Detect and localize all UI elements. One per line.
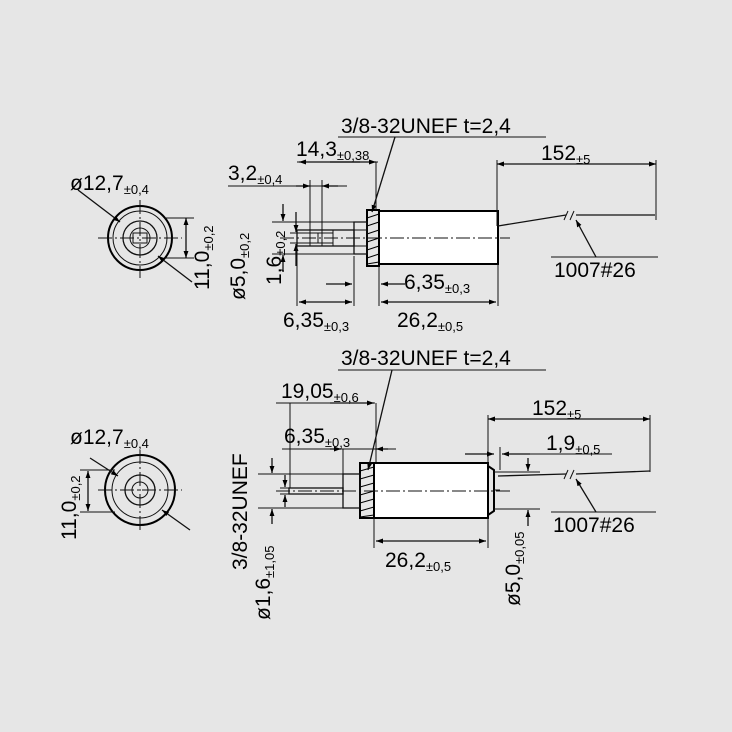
top-body-len: 26,2±0,5 [397, 309, 463, 334]
bottom-end-flat: 11,0±0,2 [58, 475, 83, 540]
top-plunger-len: 6,35±0,3 [283, 309, 349, 334]
bottom-thread-len: 6,35±0,3 [284, 425, 350, 450]
top-end-view: ø12,7±0,4 11,0±0,2 [70, 172, 216, 290]
top-thread-label: 3/8-32UNEF t=2,4 [341, 115, 511, 138]
top-overall-length: 14,3±0,38 [296, 138, 369, 163]
top-pin-dia: 1,6±0,2 [263, 231, 288, 285]
bottom-rear-dia: ø5,0±0,05 [502, 532, 527, 606]
top-shaft-dia: ø5,0±0,2 [227, 233, 252, 300]
bottom-wire-label: 1007#26 [553, 514, 635, 537]
top-end-dia: ø12,7±0,4 [70, 172, 149, 197]
top-pin-length: 3,2±0,4 [228, 162, 282, 187]
bottom-lead-length: 152±5 [532, 397, 581, 422]
bottom-thread-label: 3/8-32UNEF t=2,4 [341, 347, 511, 370]
top-end-flat: 11,0±0,2 [191, 225, 216, 290]
top-lead-length: 152±5 [541, 142, 590, 167]
bottom-pin-dia: ø1,6±1,05 [252, 546, 277, 620]
bottom-side-view: 3/8-32UNEF t=2,4 19,05±0,6 6,35±0,3 152±… [229, 347, 656, 620]
bottom-overall-length: 19,05±0,6 [281, 380, 359, 405]
top-wire-label: 1007#26 [554, 259, 636, 282]
bottom-body-len: 26,2±0,5 [385, 549, 451, 574]
top-side-view: 3/8-32UNEF t=2,4 14,3±0,38 3,2±0,4 152±5… [227, 115, 658, 334]
bottom-lead-offset: 1,9±0,5 [546, 432, 600, 457]
bottom-thread-vert: 3/8-32UNEF [229, 453, 252, 570]
bottom-end-dia: ø12,7±0,4 [70, 426, 149, 451]
bottom-end-view: ø12,7±0,4 11,0±0,2 [58, 426, 191, 540]
top-thread-len: 6,35±0,3 [404, 271, 470, 296]
